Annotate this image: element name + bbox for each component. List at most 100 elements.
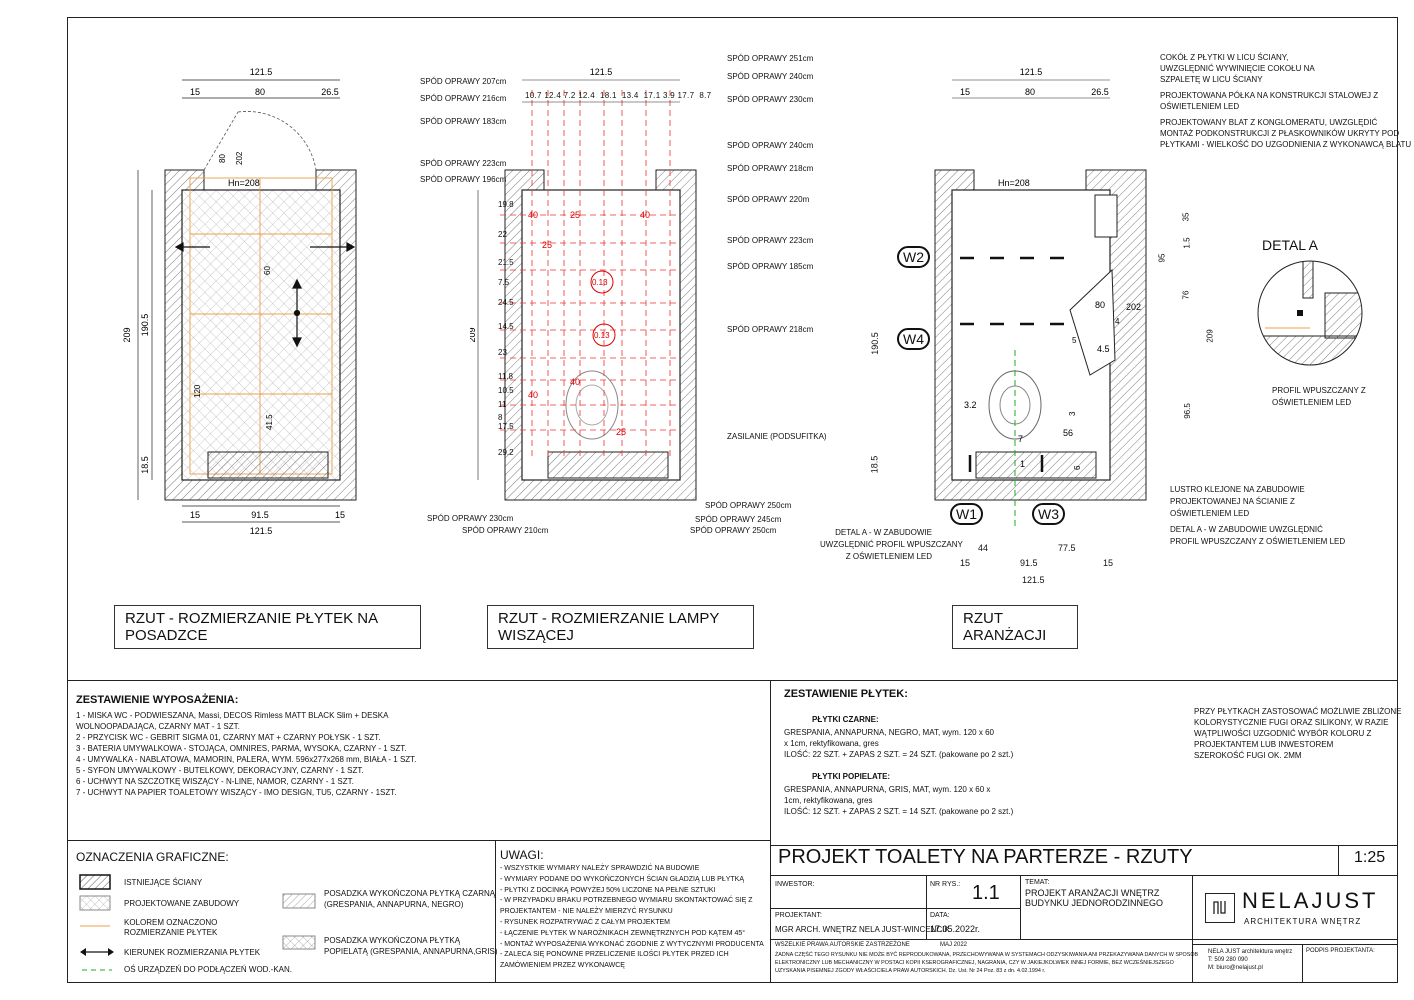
arr-dim-15: 1.5	[1182, 237, 1192, 249]
view-marker-w2[interactable]: W2	[897, 246, 930, 268]
tiles-title: ZESTAWIENIE PŁYTEK:	[784, 688, 908, 700]
arr-dim-b15: 15	[960, 558, 971, 568]
lamp-mark-013-b: 0.13	[594, 331, 610, 340]
lamp-plan: 40 25 0.13 0.13 40 25 40 40 25 121.5 209	[470, 67, 697, 501]
arr-item-2: 1	[1020, 459, 1025, 469]
legend-existing-walls: ISTNIEJĄCE ŚCIANY	[124, 878, 203, 887]
divider	[1192, 875, 1193, 983]
arr-dim-185-left: 18.5	[869, 455, 880, 474]
date: 17.05.2022r.	[930, 924, 981, 934]
divider	[926, 875, 927, 939]
arr-notes-bottom: LUSTRO KLEJONE NA ZABUDOWIE PROJEKTOWANE…	[1170, 485, 1346, 546]
lamp-mark-40: 40	[528, 210, 538, 220]
brand-name: NELAJUST	[1242, 888, 1379, 913]
lamp-dim-total: 121.5	[590, 67, 613, 77]
tiles-grey-title: PŁYTKI POPIELATE:	[812, 772, 891, 781]
project-title: PROJEKT TOALETY NA PARTERZE - RZUTY	[778, 846, 1193, 868]
legend-title: OZNACZENIA GRAFICZNE:	[76, 850, 229, 864]
dim-left-inner: 190.5	[140, 314, 150, 337]
divider	[1302, 944, 1303, 983]
arr-dim-76: 76	[1181, 290, 1191, 300]
arr-dim-965: 96.5	[1182, 403, 1192, 419]
dim-top-right: 26.5	[321, 87, 339, 97]
dim-door-202: 202	[235, 151, 244, 165]
contact: NELA JUST architektura wnętrz T: 509 280…	[1208, 949, 1293, 971]
remarks-title: UWAGI:	[500, 848, 544, 862]
topic-label: TEMAT:	[1025, 879, 1050, 886]
arr-item-1: 7	[1018, 434, 1023, 444]
dim-left-bottom: 18.5	[140, 456, 150, 474]
rights-text: ŻADNA CZĘŚĆ TEGO RYSUNKU NIE MOŻE BYĆ RE…	[775, 952, 1199, 974]
arr-dim-209: 209	[1205, 329, 1215, 343]
arr-dim-b15r: 15	[1103, 558, 1114, 568]
tiles-grey: GRESPANIA, ANNAPURNA, GRIS, MAT, wym. 12…	[784, 785, 1014, 816]
dim-tile-41-5: 41.5	[265, 414, 274, 430]
dim-bottom-mid: 91.5	[251, 510, 269, 520]
legend-color-marked: KOLOREM OZNACZONO ROZMIERZANIE PŁYTEK	[124, 918, 218, 937]
arr-dim-185: 6	[1073, 465, 1082, 470]
title-block	[770, 845, 1398, 984]
lamp-dim-row: 10.7 12.4 7.2 12.4 18.1 13.4 17.1 3.9 17…	[525, 91, 712, 100]
divider	[1192, 944, 1398, 945]
arr-item-3: 4.5	[1097, 344, 1110, 354]
arr-item-4: 80	[1095, 300, 1105, 310]
dim-top-total: 121.5	[250, 67, 273, 77]
arr-dim-total: 121.5	[1020, 67, 1043, 77]
divider	[67, 680, 1398, 681]
arr-dim-45: 4	[1115, 317, 1120, 326]
arr-item-6: 56	[1063, 428, 1073, 438]
arr-dim-1905: 190.5	[869, 332, 880, 355]
legend-swatches	[79, 874, 114, 971]
topic: PROJEKT ARANŻACJI WNĘTRZ BUDYNKU JEDNORO…	[1025, 888, 1164, 908]
date-label: DATA:	[930, 912, 950, 919]
rights-title: WSZELKIE PRAWA AUTORSKIE ZASTRZEŻONE	[775, 942, 910, 948]
lamp-mark-40-b: 40	[640, 210, 650, 220]
arr-dim-44: 44	[978, 543, 989, 553]
plan-title-arrangement: RZUT ARANŻACJI	[952, 605, 1078, 649]
divider	[770, 875, 1398, 876]
drawing-no-label: NR RYS.:	[930, 881, 961, 888]
arr-dim-775: 77.5	[1058, 543, 1076, 553]
lamp-mark-25-c: 25	[616, 427, 626, 437]
arr-dim-mid: 80	[1025, 87, 1035, 97]
arr-dim-95: 95	[1157, 253, 1167, 263]
dim-top-left: 15	[190, 87, 200, 97]
dim-bottom-right: 15	[335, 510, 345, 520]
tiles-remarks: PRZY PŁYTKACH ZASTOSOWAĆ MOŻLIWIE ZBLIŻO…	[1194, 707, 1402, 760]
divider	[495, 840, 496, 983]
arr-dim-b1215: 121.5	[1022, 575, 1045, 585]
ceiling-height: Hn=208	[228, 178, 260, 188]
view-marker-w3[interactable]: W3	[1032, 503, 1065, 525]
arr-ceiling: Hn=208	[998, 178, 1030, 188]
dim-door-80: 80	[218, 154, 227, 163]
legend-floor-swatches	[282, 893, 316, 950]
designer-label: PROJEKTANT:	[775, 912, 822, 919]
divider	[1338, 845, 1339, 875]
detail-a-label: PROFIL WPUSZCZANY Z OŚWIETLENIEM LED	[1272, 386, 1366, 407]
drawing-no: 1.1	[972, 882, 1000, 904]
dim-bottom-total: 121.5	[250, 526, 273, 536]
remarks-list: - WSZYSTKIE WYMIARY NALEŻY SPRAWDZIĆ NA …	[500, 865, 764, 970]
arr-item-7: 3.2	[964, 400, 977, 410]
lamp-dim-left-total: 209	[470, 327, 477, 342]
divider	[770, 680, 771, 983]
equipment-list: 1 - MISKA WC - PODWIESZANA, Massi, DECOS…	[76, 711, 417, 797]
arr-dim-b915: 91.5	[1020, 558, 1038, 568]
divider	[1020, 875, 1021, 939]
dim-bottom-left: 15	[190, 510, 200, 520]
legend-direction: KIERUNEK ROZMIERZANIA PŁYTEK	[124, 948, 261, 957]
view-marker-w1[interactable]: W1	[950, 503, 983, 525]
lamp-mark-25-b: 25	[542, 240, 552, 250]
view-marker-w4[interactable]: W4	[897, 328, 930, 350]
tiles-black-title: PŁYTKI CZARNE:	[812, 715, 879, 724]
arr-dim-56: 3	[1068, 411, 1077, 416]
plan-title-floor: RZUT - ROZMIERZANIE PŁYTEK NA POSADZCE	[114, 605, 421, 649]
lamp-mark-013: 0.13	[592, 278, 608, 287]
arrangement-plan: 121.5 15 80 26.5 Hn=208 80 202 4 5 4.5 3…	[934, 67, 1147, 530]
scale: 1:25	[1354, 849, 1386, 866]
floor-tile-plan: 121.5 15 80 26.5 15 91.5 15 121.5 209 19…	[122, 67, 357, 536]
arr-dim-32: 5	[1072, 336, 1077, 345]
logo-icon	[1205, 893, 1235, 923]
legend-floor-grey: POSADZKA WYKOŃCZONA PŁYTKĄ POPIELATĄ (GR…	[324, 936, 498, 956]
arr-notes-top: COKÓŁ Z PŁYTKI W LICU ŚCIANY, UWZGLĘDNIĆ…	[1160, 53, 1412, 149]
